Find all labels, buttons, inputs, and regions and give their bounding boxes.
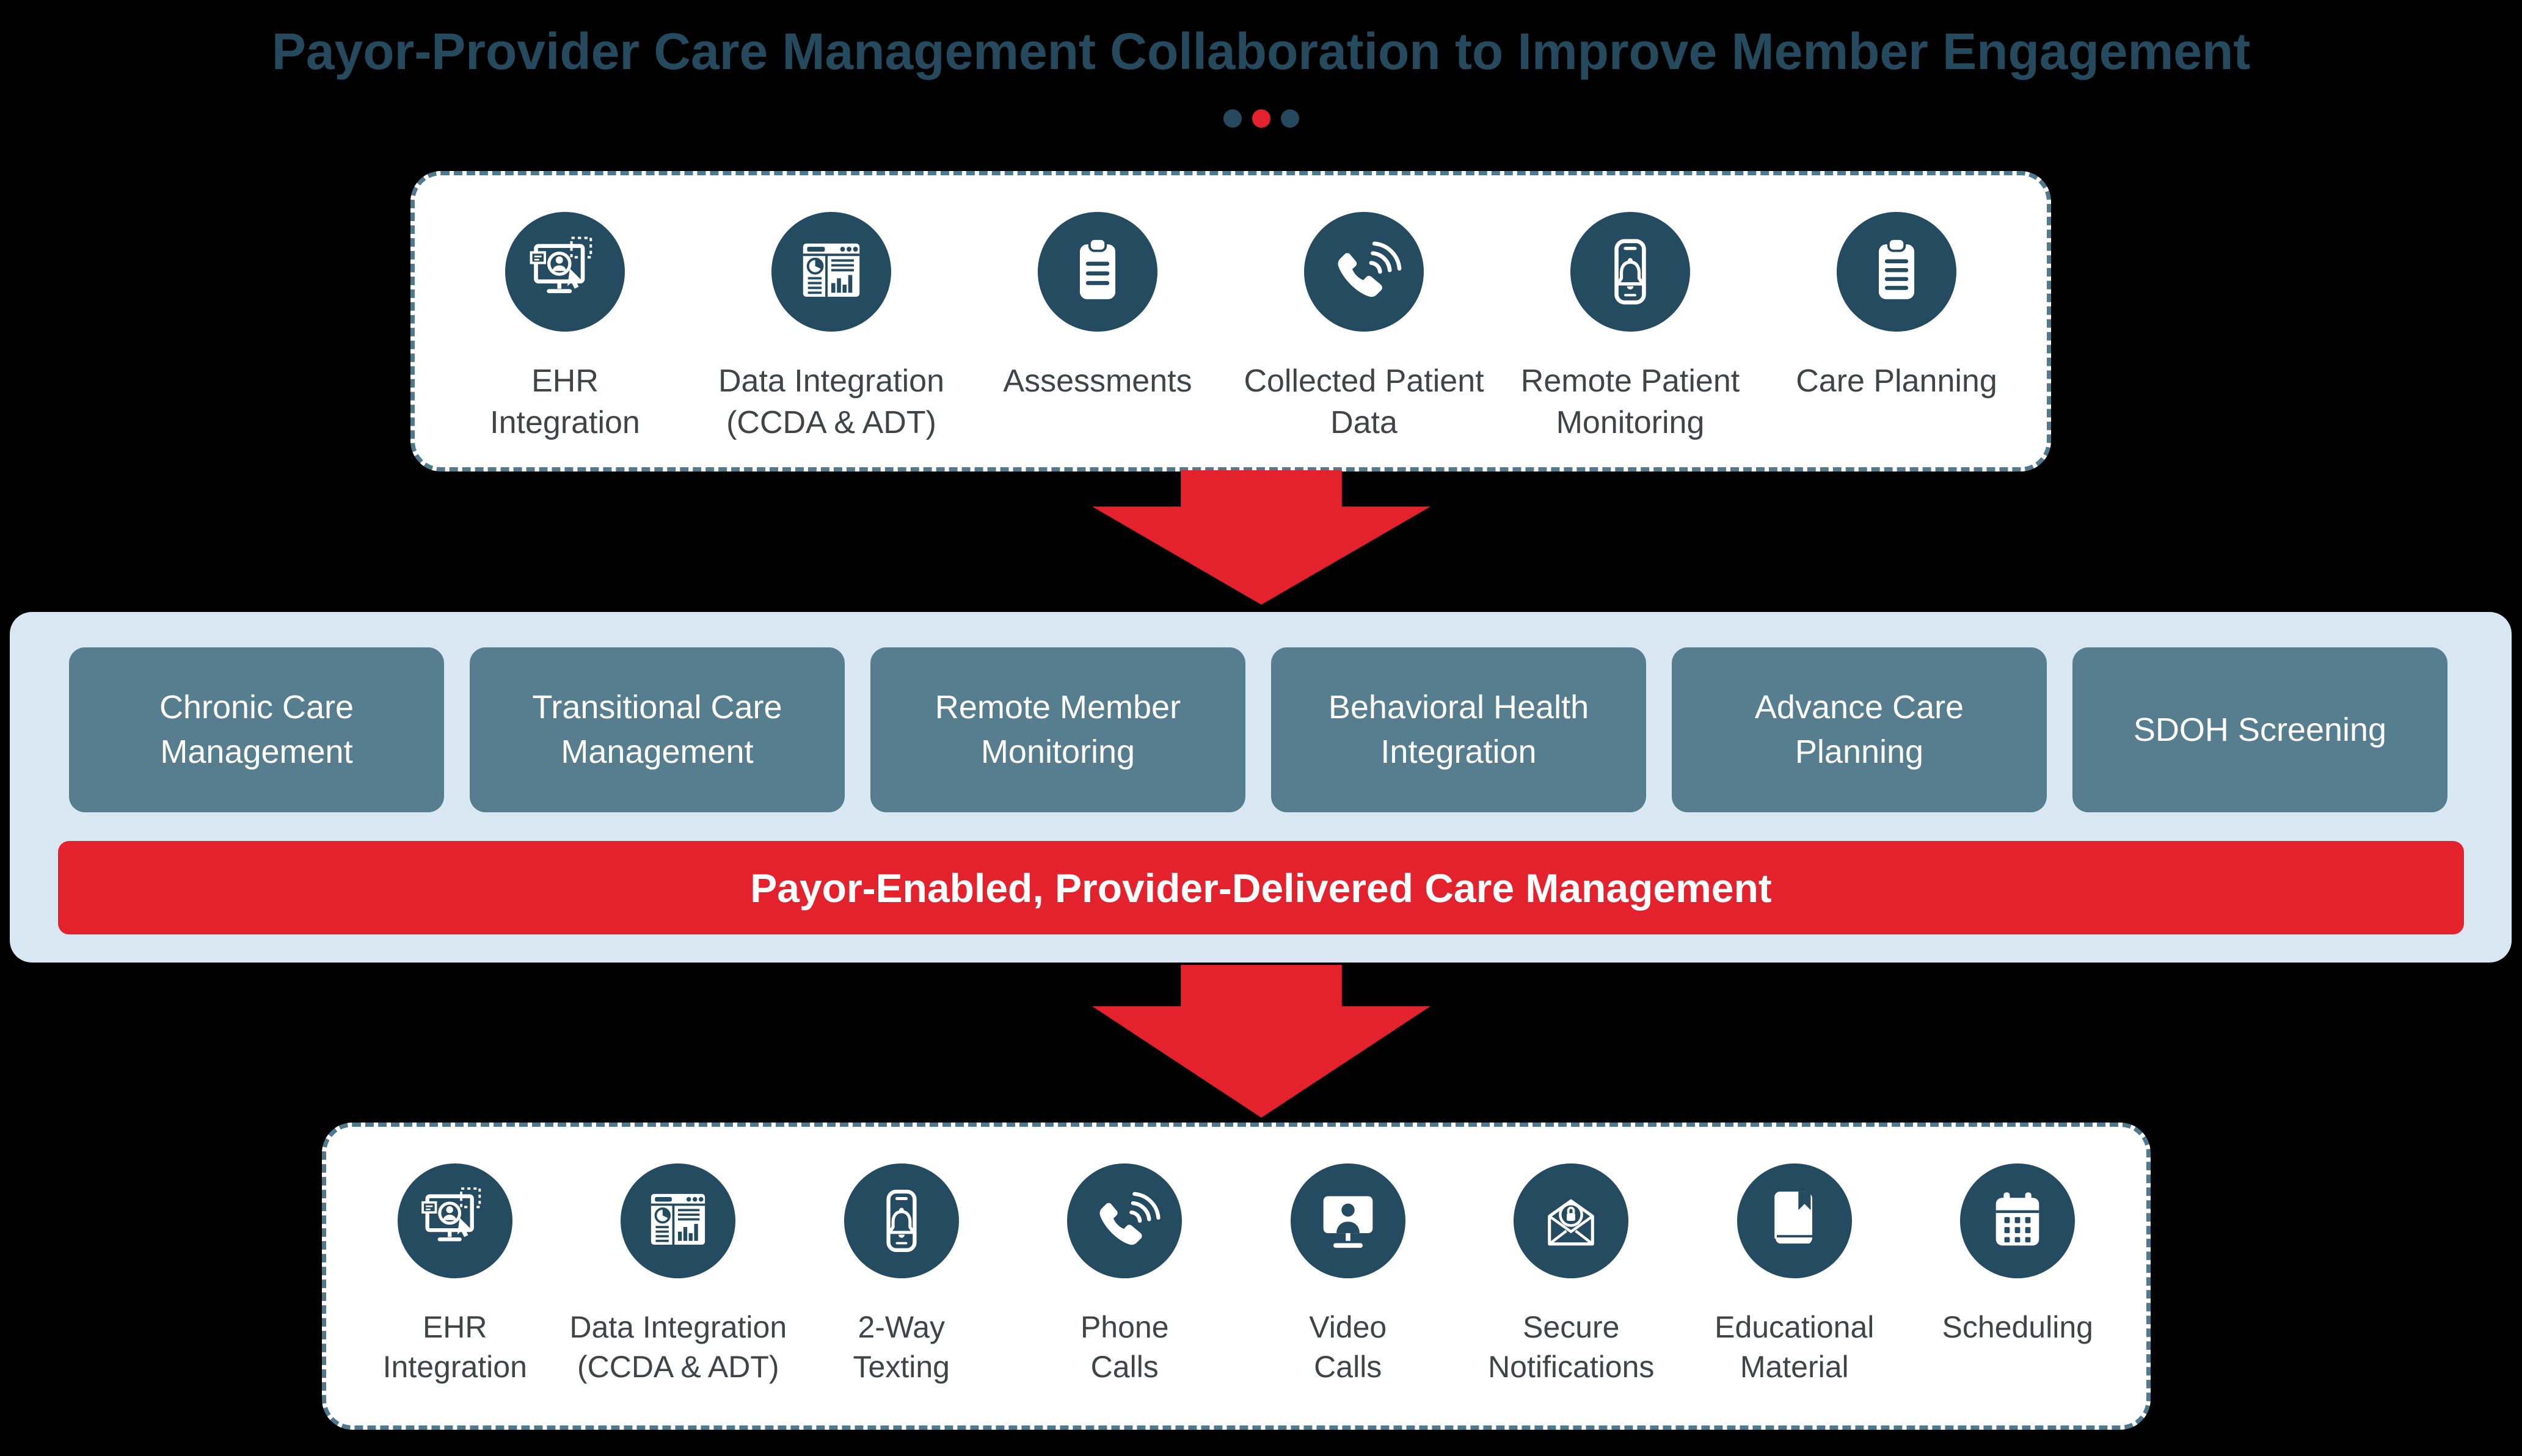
remote-patient-monitoring-icon: [1614, 239, 1646, 305]
capability-item: Data Integration (CCDA & ADT): [567, 1163, 790, 1387]
capability-item: Care Planning: [1763, 212, 2030, 402]
capability-item: Collected Patient Data: [1231, 212, 1497, 443]
capability-label: 2-Way Texting: [853, 1310, 950, 1384]
capability-label: Data Integration (CCDA & ADT): [569, 1310, 787, 1384]
icon-circle: [1837, 212, 1956, 332]
icon-circle: [397, 1163, 512, 1278]
care-program-box: Behavioral Health Integration: [1271, 647, 1646, 812]
capability-label: Collected Patient Data: [1244, 363, 1484, 440]
capability-label: Video Calls: [1309, 1310, 1387, 1384]
capability-label: Scheduling: [1942, 1310, 2093, 1344]
page-title: Payor-Provider Care Management Collabora…: [271, 23, 2251, 80]
icon-circle: [1067, 1163, 1183, 1278]
two-way-texting-icon: [886, 1189, 917, 1253]
care-program-box: Transitional Care Management: [470, 647, 845, 812]
care-planning-clipboard-icon: [1878, 237, 1915, 299]
ehr-integration-icon: [530, 236, 592, 293]
capability-label: Secure Notifications: [1488, 1310, 1655, 1384]
icon-circle: [1737, 1163, 1852, 1278]
assessments-clipboard-icon: [1079, 237, 1116, 299]
icon-circle: [844, 1163, 959, 1278]
secure-notifications-icon: [1548, 1199, 1595, 1246]
icon-circle: [1304, 212, 1424, 332]
separator-dot: [1252, 109, 1270, 128]
capability-label: EHR Integration: [490, 363, 640, 440]
care-program-box: Advance Care Planning: [1672, 647, 2047, 812]
icon-circle: [1038, 212, 1157, 332]
care-program-box: Remote Member Monitoring: [870, 647, 1245, 812]
capability-item: Remote Patient Monitoring: [1497, 212, 1763, 443]
care-program-box: Chronic Care Management: [69, 647, 444, 812]
icon-circle: [771, 212, 891, 332]
payor-capabilities-box: EHR Integration: [410, 171, 2051, 471]
down-arrow-icon: [1092, 470, 1430, 605]
scheduling-calendar-icon: [1995, 1192, 2039, 1246]
capability-label: Remote Patient Monitoring: [1520, 363, 1740, 440]
capability-label: Data Integration (CCDA & ADT): [718, 363, 945, 440]
capability-item: EHR Integration: [343, 1163, 567, 1387]
icon-circle: [621, 1163, 736, 1278]
separator-dot: [1223, 109, 1242, 128]
data-integration-icon: [803, 243, 860, 297]
icon-circle: [1570, 212, 1690, 332]
care-program-box: SDOH Screening: [2072, 647, 2447, 812]
capability-item: Scheduling: [1906, 1163, 2130, 1347]
care-programs-row: Chronic Care Management Transitional Car…: [69, 647, 2447, 812]
member-engagement-box: EHR Integration: [322, 1123, 2151, 1430]
separator-dots: [0, 109, 2522, 128]
capability-item: Secure Notifications: [1460, 1163, 1683, 1387]
down-arrow-icon: [1092, 965, 1430, 1118]
capability-label: Educational Material: [1715, 1310, 1875, 1384]
icon-circle: [1290, 1163, 1405, 1278]
capability-label: Care Planning: [1796, 363, 1997, 399]
phone-calls-icon: [1099, 1192, 1161, 1245]
capability-item: 2-Way Texting: [790, 1163, 1013, 1387]
capability-item: Phone Calls: [1013, 1163, 1237, 1387]
capability-item: EHR Integration: [432, 212, 698, 443]
capability-item: Data Integration (CCDA & ADT): [698, 212, 964, 443]
capability-label: EHR Integration: [382, 1310, 527, 1384]
collected-patient-data-phone-icon: [1338, 241, 1402, 297]
icon-circle: [1514, 1163, 1629, 1278]
capability-item: Educational Material: [1683, 1163, 1906, 1387]
payor-enabled-banner: Payor-Enabled, Provider-Delivered Care M…: [58, 841, 2464, 934]
data-integration-icon: [651, 1193, 705, 1245]
ehr-integration-icon: [421, 1187, 481, 1242]
capability-label: Phone Calls: [1080, 1310, 1169, 1384]
capability-item: Video Calls: [1236, 1163, 1460, 1387]
icon-circle: [1960, 1163, 2076, 1278]
icon-circle: [505, 212, 625, 332]
capability-item: Assessments: [964, 212, 1231, 402]
educational-material-icon: [1773, 1192, 1812, 1246]
care-programs-panel: Chronic Care Management Transitional Car…: [10, 612, 2512, 963]
capability-label: Assessments: [1003, 363, 1192, 399]
separator-dot: [1280, 109, 1299, 128]
video-calls-icon: [1323, 1196, 1373, 1248]
